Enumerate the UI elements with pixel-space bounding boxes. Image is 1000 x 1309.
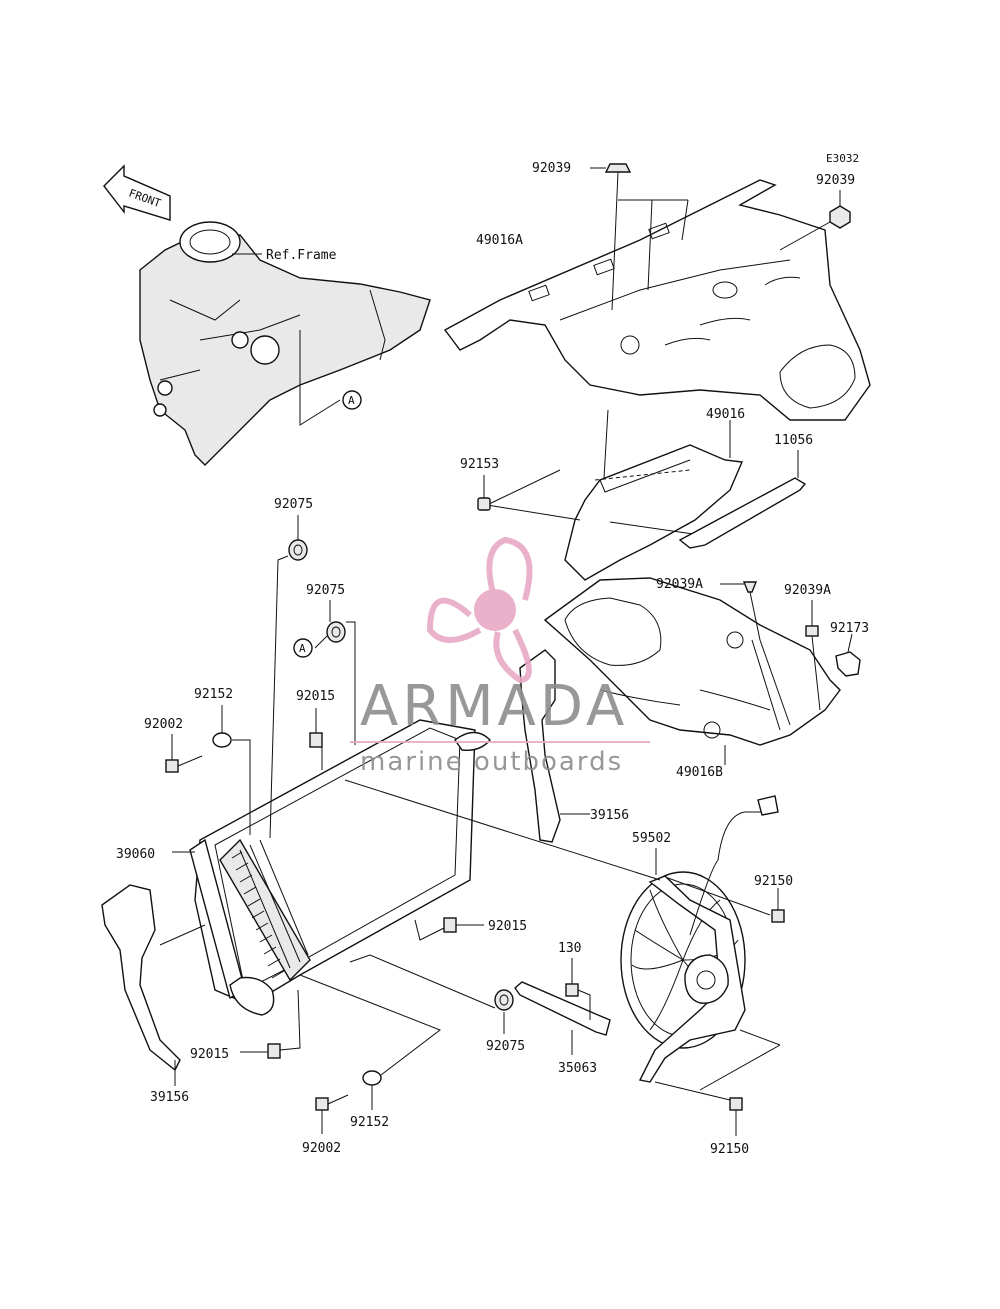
label-92152-top: 92152 (194, 687, 233, 702)
part-49016A (443, 179, 871, 421)
callout-a-bottom: A (299, 642, 306, 655)
label-49016A: 49016A (476, 233, 523, 248)
label-92039A-b: 92039A (784, 583, 831, 598)
callout-a-top: A (348, 394, 355, 407)
part-49016 (486, 409, 744, 581)
label-92039-top: 92039 (532, 161, 571, 176)
label-92150-bottom: 92150 (710, 1142, 749, 1157)
label-92075-bottom: 92075 (486, 1039, 525, 1054)
part-35063-130 (344, 779, 661, 1055)
label-92075-b: 92075 (306, 583, 345, 598)
ref-frame-label: Ref.Frame (266, 248, 337, 263)
diagram-code: E3032 (826, 152, 859, 165)
label-92152-bottom: 92152 (350, 1115, 389, 1130)
part-92075-grommets: A (269, 515, 514, 1034)
label-130: 130 (558, 941, 581, 956)
part-92002-92152-bolts (165, 705, 442, 1134)
armada-watermark: ARMADA marine outboards (350, 536, 650, 777)
label-11056: 11056 (774, 433, 813, 448)
ref-frame-drawing: Ref.Frame A (139, 221, 431, 466)
front-arrow-icon: FRONT (103, 164, 171, 221)
label-49016B: 49016B (676, 765, 723, 780)
propeller-logo-icon (426, 536, 533, 684)
label-39156-left: 39156 (150, 1090, 189, 1105)
label-35063: 35063 (558, 1061, 597, 1076)
label-92075-a: 92075 (274, 497, 313, 512)
label-92002-top: 92002 (144, 717, 183, 732)
part-92150-bolts (729, 888, 785, 1136)
part-39060-radiator (159, 719, 491, 1016)
label-92015-bottom: 92015 (190, 1047, 229, 1062)
label-92039A-a: 92039A (656, 577, 703, 592)
part-92039A-clips (720, 581, 861, 731)
label-92153: 92153 (460, 457, 499, 472)
part-49016B (543, 577, 841, 765)
part-39156-left (101, 884, 181, 1086)
part-59502-fan (620, 795, 781, 1101)
label-39156-right: 39156 (590, 808, 629, 823)
label-39060: 39060 (116, 847, 155, 862)
label-59502: 59502 (632, 831, 671, 846)
label-92002-bottom: 92002 (302, 1141, 341, 1156)
part-92153 (477, 475, 491, 511)
label-92039-right: 92039 (816, 173, 855, 188)
label-92150-top: 92150 (754, 874, 793, 889)
part-92015-clips (240, 708, 484, 1059)
part-11056 (678, 450, 807, 549)
label-92015-top: 92015 (296, 689, 335, 704)
watermark-brand: ARMADA (360, 674, 628, 739)
radiator-fins (231, 839, 309, 979)
part-39156-right (519, 649, 590, 843)
part-labels: 92039 92039 49016A 49016 11056 92153 920… (116, 161, 869, 1157)
label-49016: 49016 (706, 407, 745, 422)
watermark-tagline: marine outboards (360, 747, 623, 777)
label-92015-mid: 92015 (488, 919, 527, 934)
part-92039-clips (590, 163, 851, 311)
label-92173: 92173 (830, 621, 869, 636)
